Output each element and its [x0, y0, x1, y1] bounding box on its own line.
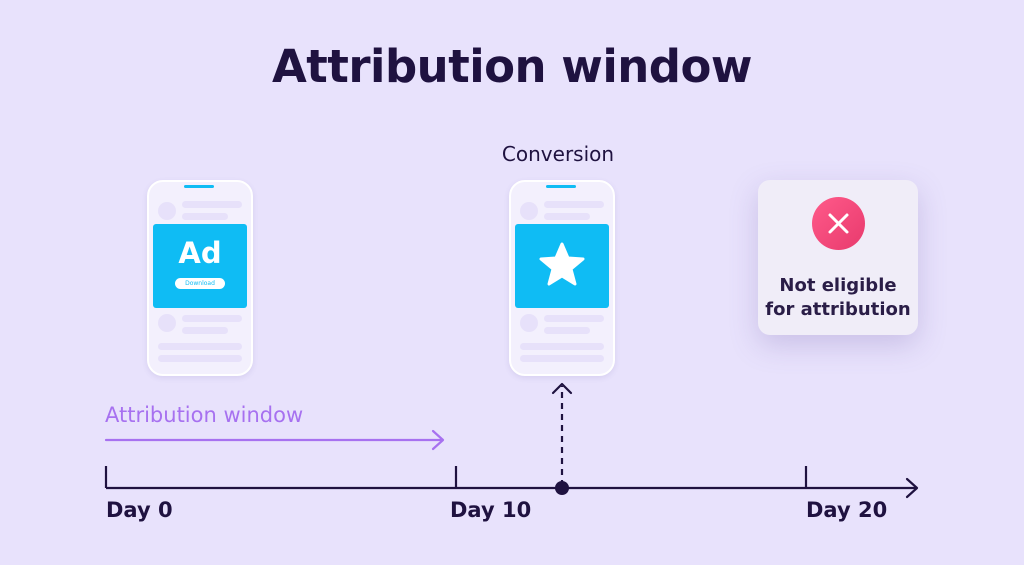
ad-card: Ad Download: [153, 224, 247, 308]
placeholder-line: [544, 327, 590, 334]
diagram-title: Attribution window: [271, 40, 753, 93]
not-eligible-line-2: for attribution: [765, 299, 911, 320]
download-button: Download: [175, 278, 225, 289]
placeholder-line: [544, 201, 604, 208]
placeholder-line: [158, 343, 242, 350]
not-eligible-card: Not eligible for attribution: [758, 180, 918, 335]
placeholder-line: [182, 201, 242, 208]
placeholder-avatar: [520, 202, 538, 220]
ad-label: Ad: [178, 236, 222, 270]
ad-phone: Ad Download: [147, 180, 253, 376]
timeline-axis: [104, 466, 919, 499]
day-20-label: Day 20: [806, 498, 888, 522]
placeholder-line: [544, 213, 590, 220]
conversion-point: [555, 481, 569, 495]
placeholder-line: [520, 355, 604, 362]
placeholder-line: [544, 315, 604, 322]
placeholder-line: [182, 315, 242, 322]
day-0-label: Day 0: [106, 498, 173, 522]
close-icon: [812, 197, 865, 250]
placeholder-avatar: [520, 314, 538, 332]
not-eligible-text: Not eligible for attribution: [758, 274, 918, 322]
conversion-card: [515, 224, 609, 308]
conversion-dashed-arrow: [551, 382, 573, 486]
not-eligible-line-1: Not eligible: [779, 275, 897, 296]
day-10-label: Day 10: [450, 498, 532, 522]
phone-notch: [546, 185, 576, 188]
placeholder-line: [182, 213, 228, 220]
conversion-phone: [509, 180, 615, 376]
placeholder-line: [520, 343, 604, 350]
placeholder-line: [182, 327, 228, 334]
attribution-window-arrow: [104, 429, 445, 451]
placeholder-line: [158, 355, 242, 362]
attribution-window-label: Attribution window: [105, 403, 304, 427]
placeholder-avatar: [158, 202, 176, 220]
conversion-label: Conversion: [501, 142, 615, 166]
placeholder-avatar: [158, 314, 176, 332]
phone-notch: [184, 185, 214, 188]
star-icon: [539, 242, 585, 286]
